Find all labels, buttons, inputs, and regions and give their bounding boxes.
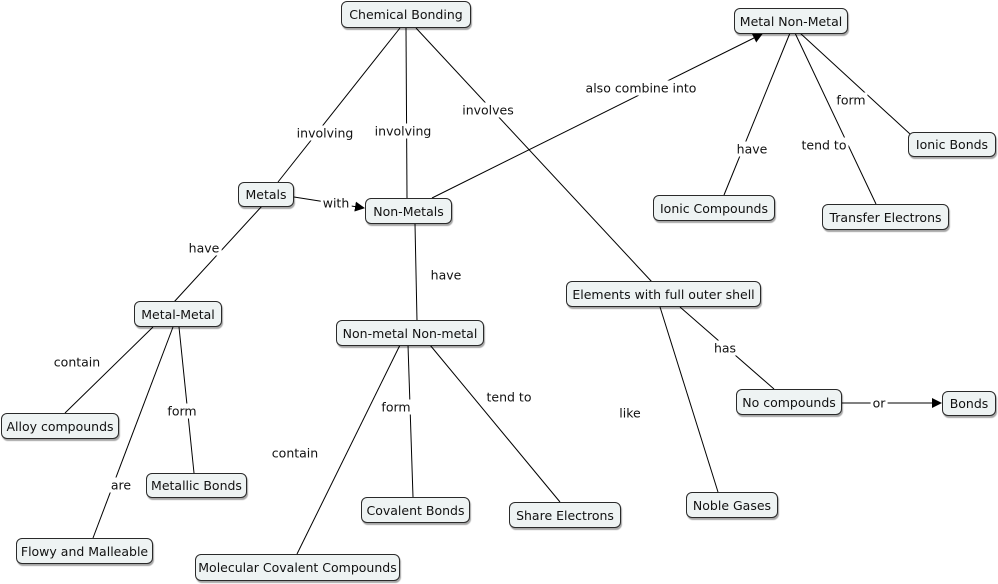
- link-mm-metallic: [178, 326, 195, 474]
- link-nonmetals-mnm: [431, 33, 763, 199]
- link-mm-alloy: [64, 326, 154, 414]
- link-nn-molecular: [296, 344, 401, 555]
- link-label-have: have: [186, 240, 222, 256]
- link-mnm-transfer: [794, 32, 877, 205]
- node-no-compounds[interactable]: No compounds: [736, 389, 842, 415]
- link-mm-flowy: [92, 326, 174, 539]
- link-cb-fullshell: [415, 27, 653, 283]
- link-cb-nonmetals: [405, 27, 408, 199]
- link-label-form: form: [165, 403, 199, 419]
- node-metal-metal[interactable]: Metal-Metal: [134, 301, 222, 327]
- link-mnm-ioniccompounds: [723, 32, 791, 196]
- node-molecular-covalent-compounds[interactable]: Molecular Covalent Compounds: [195, 554, 400, 581]
- link-label-with: with: [320, 195, 352, 211]
- link-fs-noble: [659, 306, 719, 493]
- link-nn-covalent: [407, 344, 414, 498]
- node-share-electrons[interactable]: Share Electrons: [509, 502, 621, 528]
- link-nn-share: [429, 344, 561, 503]
- node-bonds[interactable]: Bonds: [942, 391, 996, 416]
- link-label-tend-to: tend to: [484, 389, 534, 405]
- link-mnm-ionicbonds: [799, 32, 911, 135]
- node-ionic-compounds[interactable]: Ionic Compounds: [653, 195, 775, 221]
- link-label-like: like: [617, 405, 643, 421]
- node-chemical-bonding[interactable]: Chemical Bonding: [341, 1, 471, 28]
- link-label-form: form: [379, 399, 413, 415]
- node-metal-non-metal[interactable]: Metal Non-Metal: [734, 8, 848, 34]
- node-metals[interactable]: Metals: [238, 182, 294, 207]
- node-metallic-bonds[interactable]: Metallic Bonds: [146, 473, 247, 498]
- link-nonmetals-nn: [414, 223, 418, 322]
- link-label-involving: involving: [294, 125, 356, 141]
- node-non-metals[interactable]: Non-Metals: [365, 198, 452, 224]
- node-nonmetal-nonmetal[interactable]: Non-metal Non-metal: [336, 320, 484, 346]
- node-elements-full-outer-shell[interactable]: Elements with full outer shell: [566, 281, 761, 307]
- link-label-form: form: [834, 92, 868, 108]
- link-label-are: are: [108, 477, 134, 493]
- node-noble-gases[interactable]: Noble Gases: [686, 492, 778, 518]
- link-label-or: or: [870, 395, 888, 411]
- link-label-also-combine-into: also combine into: [583, 80, 699, 96]
- link-label-involving: involving: [372, 123, 434, 139]
- node-alloy-compounds[interactable]: Alloy compounds: [1, 413, 119, 439]
- node-ionic-bonds[interactable]: Ionic Bonds: [908, 132, 996, 157]
- link-cb-metals: [277, 27, 401, 183]
- node-transfer-electrons[interactable]: Transfer Electrons: [822, 204, 949, 230]
- node-flowy-and-malleable[interactable]: Flowy and Malleable: [16, 538, 153, 564]
- link-label-has: has: [711, 340, 739, 356]
- link-label-tend-to: tend to: [799, 137, 849, 153]
- link-label-have: have: [428, 267, 464, 283]
- node-covalent-bonds[interactable]: Covalent Bonds: [361, 497, 470, 523]
- link-label-contain: contain: [269, 445, 321, 461]
- link-label-contain: contain: [51, 354, 103, 370]
- link-label-involves: involves: [460, 102, 516, 118]
- link-label-have: have: [734, 141, 770, 157]
